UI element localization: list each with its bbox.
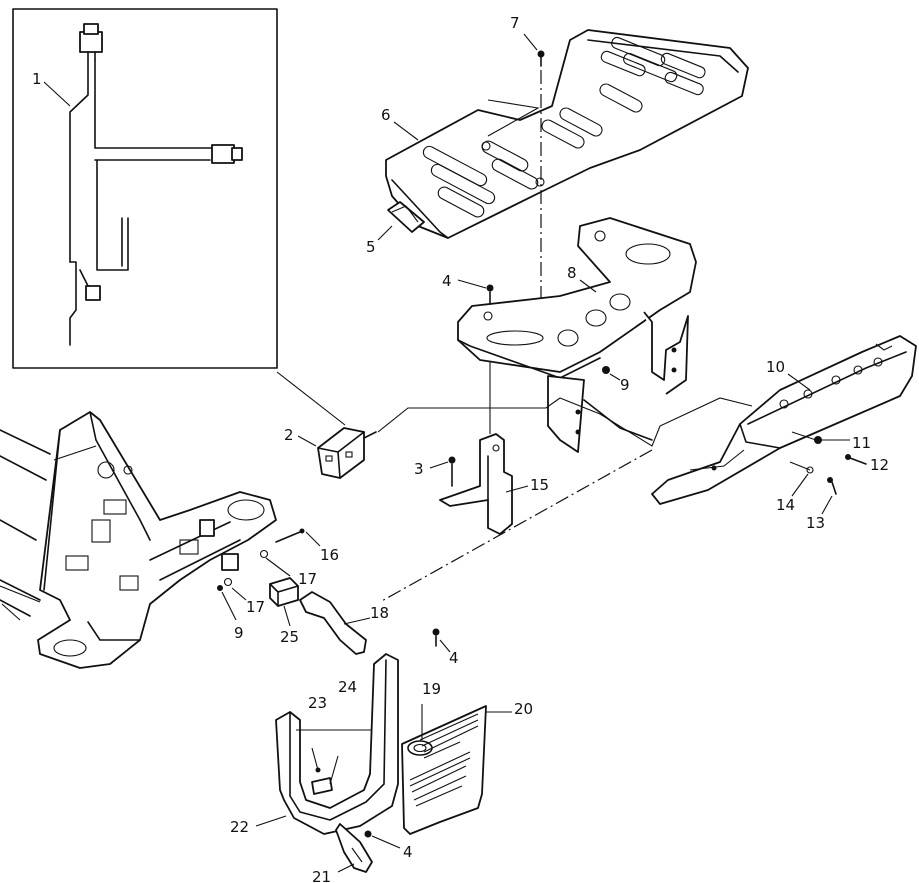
callout-9a: 9 [620,376,630,394]
callout-8: 8 [567,264,577,282]
harness-inset [12,8,346,426]
callout-6: 6 [381,106,391,124]
callout-20: 20 [514,700,533,718]
callout-labels: 1 2 3 4 4 4 5 6 7 8 9 9 10 11 12 13 14 1… [32,14,889,883]
callout-3: 3 [414,460,424,478]
callout-12: 12 [870,456,889,474]
bracket-15 [439,362,513,535]
callout-4b: 4 [449,649,459,667]
inset-border [12,8,278,369]
callout-23: 23 [308,694,327,712]
vehicle-frame [0,411,277,669]
nut-9-upper [602,366,621,381]
pin-21 [335,823,373,873]
bumper-hardware [789,431,867,495]
rear-rack [385,29,749,239]
taillight [317,397,561,479]
callout-14: 14 [776,496,795,514]
rack-support [457,217,697,453]
callout-17a: 17 [298,570,317,588]
rear-bumper [651,335,917,505]
callout-21: 21 [312,868,331,883]
callout-13: 13 [806,514,825,532]
callout-10: 10 [766,358,785,376]
callout-1: 1 [32,70,42,88]
flap-bracket-22 [275,653,399,835]
callout-11: 11 [852,434,871,452]
callout-16: 16 [320,546,339,564]
callout-4a: 4 [442,272,452,290]
bolt-3 [429,456,456,487]
callout-19: 19 [422,680,441,698]
callout-4c: 4 [403,843,413,861]
bolt-4-lower [364,830,401,849]
callout-25: 25 [280,628,299,646]
support-18 [299,591,371,655]
callout-7: 7 [510,14,520,32]
callout-24: 24 [338,678,357,696]
screw-7 [487,33,545,137]
bolt-4-upper [457,279,494,305]
wiring-harness [69,23,243,346]
callout-22: 22 [230,818,249,836]
callout-5: 5 [366,238,376,256]
frame-hardware [217,528,321,621]
callout-15: 15 [530,476,549,494]
callout-2: 2 [284,426,294,444]
bolt-4-mid [432,628,451,653]
clip-25 [269,577,299,627]
callout-18: 18 [370,604,389,622]
callout-17b: 17 [246,598,265,616]
mud-flap-20 [401,704,512,835]
reflector-5 [387,201,425,233]
callout-9b: 9 [234,624,244,642]
